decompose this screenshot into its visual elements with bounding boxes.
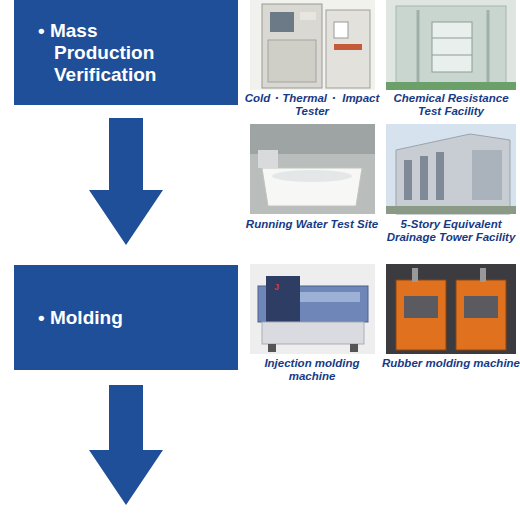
step-title: • Molding — [14, 307, 192, 329]
tower-photo — [386, 124, 516, 214]
flow-arrow — [89, 385, 163, 505]
step-title: • Mass Production Verification — [14, 20, 192, 86]
flow-arrow — [89, 118, 163, 245]
chemical-photo — [386, 0, 516, 90]
photo-caption: Rubber molding machine — [382, 357, 520, 370]
photo-caption: Running Water Test Site — [243, 218, 381, 231]
injection-photo: J — [250, 264, 375, 354]
photo-caption: Injection molding machine — [243, 357, 381, 383]
photo-caption: 5-Story Equivalent Drainage Tower Facili… — [382, 218, 520, 244]
photo-caption: Chemical Resistance Test Facility — [382, 92, 520, 118]
water-photo — [250, 124, 375, 214]
tester-photo — [250, 0, 375, 90]
photo-caption: Cold・Thermal・ Impact Tester — [243, 92, 381, 118]
process-box: • Molding — [14, 265, 238, 370]
process-box: • Mass Production Verification — [14, 0, 238, 105]
rubber-photo — [386, 264, 516, 354]
svg-text:J: J — [274, 282, 279, 292]
